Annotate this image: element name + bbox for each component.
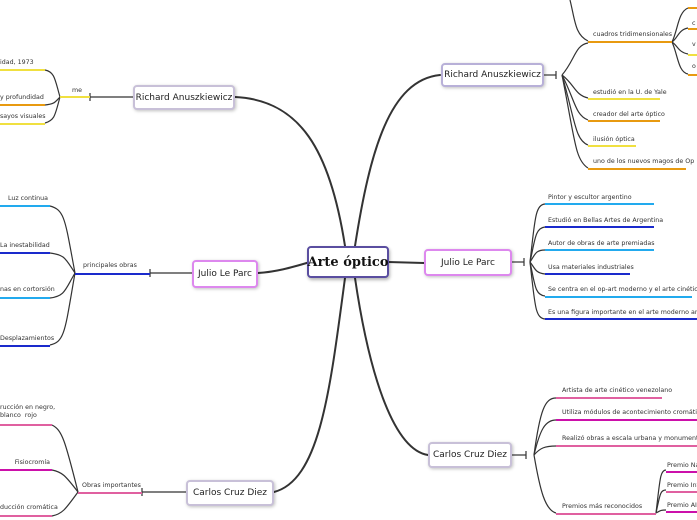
- leaf-left-carlos-item[interactable]: ducción cromática: [0, 504, 58, 511]
- node-left-julio[interactable]: Julio Le Parc: [192, 260, 258, 288]
- leaf-right-julio-item[interactable]: Estudió en Bellas Artes de Argentina: [548, 217, 664, 224]
- leaf-left-carlos-sub[interactable]: Obras importantes: [82, 482, 141, 489]
- leaf-premio-item[interactable]: Premio AIC: [667, 502, 697, 509]
- trunk-left-julio: [257, 261, 311, 274]
- leaf-right-julio-item[interactable]: Se centra en el op-art moderno y el arte…: [548, 286, 697, 293]
- leaf-right-julio-item[interactable]: Pintor y escultor argentino: [548, 194, 632, 201]
- trunk-left-carlos: [273, 277, 346, 493]
- leaf-left-carlos-item[interactable]: rucción en negro, blanco rojo: [0, 404, 56, 419]
- leaf-left-julio-sub[interactable]: principales obras: [83, 262, 137, 269]
- leaf-right-richard-item[interactable]: estudió en la U. de Yale: [593, 89, 667, 96]
- node-left-carlos[interactable]: Carlos Cruz Diez: [186, 480, 274, 506]
- leaf-right-julio-item[interactable]: Autor de obras de arte premiadas: [548, 240, 655, 247]
- node-label: Carlos Cruz Diez: [432, 450, 508, 460]
- node-label: Julio Le Parc: [441, 257, 495, 268]
- leaf-left-richard-item[interactable]: idad, 1973: [0, 59, 34, 66]
- leaf-left-julio-item[interactable]: La inestabilidad: [0, 242, 50, 249]
- leaf-left-richard-item[interactable]: y profundidad: [0, 94, 44, 101]
- node-right-richard[interactable]: Richard Anuszkiewicz: [441, 63, 544, 87]
- node-right-julio[interactable]: Julio Le Parc: [424, 249, 512, 276]
- node-label: Carlos Cruz Diez: [192, 488, 268, 498]
- leaf-right-richard-item[interactable]: ilusión óptica: [593, 136, 635, 143]
- leaf-premio-item[interactable]: Premio Na: [667, 462, 697, 469]
- leaf-right-richard-item[interactable]: uno de los nuevos magos de Op: [593, 158, 695, 165]
- leaf-cuadros-child[interactable]: o: [692, 63, 696, 70]
- node-left-richard[interactable]: Richard Anuszkiewicz: [133, 85, 235, 110]
- leaf-premios[interactable]: Premios más reconocidos: [562, 503, 643, 510]
- node-right-carlos[interactable]: Carlos Cruz Diez: [428, 442, 512, 468]
- node-label: Richard Anuszkiewicz: [444, 70, 541, 80]
- leaf-left-richard-sub[interactable]: me: [72, 87, 83, 94]
- leaf-right-carlos-item[interactable]: Realizó obras a escala urbana y monument…: [562, 435, 697, 442]
- leaf-left-carlos-item[interactable]: Fisiocromía: [14, 459, 50, 466]
- trunk-right-julio: [387, 261, 425, 264]
- leaf-right-julio-item[interactable]: Es una figura importante en el arte mode…: [548, 309, 697, 316]
- leaf-right-carlos-item[interactable]: Artista de arte cinético venezolano: [562, 387, 673, 394]
- trunk-left-richard: [234, 96, 346, 247]
- trunk-right-carlos: [354, 277, 429, 456]
- leaf-premio-item[interactable]: Premio Inte: [667, 482, 697, 489]
- central-node-arte-optico[interactable]: Arte óptico: [307, 246, 389, 278]
- central-node-label: Arte óptico: [307, 254, 389, 270]
- node-label: Richard Anuszkiewicz: [135, 92, 233, 103]
- trunk-right-richard: [354, 74, 441, 247]
- leaf-right-carlos-item[interactable]: Utiliza módulos de acontecimiento cromát…: [562, 409, 697, 416]
- leaf-cuadros[interactable]: cuadros tridimensionales: [593, 31, 673, 38]
- node-label: Julio Le Parc: [198, 269, 252, 279]
- leaf-cuadros-child[interactable]: c: [692, 20, 696, 27]
- leaf-left-richard-item[interactable]: sayos visuales: [0, 113, 46, 120]
- leaf-cuadros-child[interactable]: v: [692, 41, 696, 48]
- leaf-right-julio-item[interactable]: Usa materiales industriales: [548, 264, 634, 271]
- leaf-left-julio-item[interactable]: nas en cortorsión: [0, 286, 55, 293]
- leaf-right-richard-item[interactable]: creador del arte óptico: [593, 111, 665, 118]
- leaf-left-julio-item[interactable]: Luz continua: [7, 195, 48, 202]
- leaf-left-julio-item[interactable]: Desplazamientos: [0, 335, 55, 342]
